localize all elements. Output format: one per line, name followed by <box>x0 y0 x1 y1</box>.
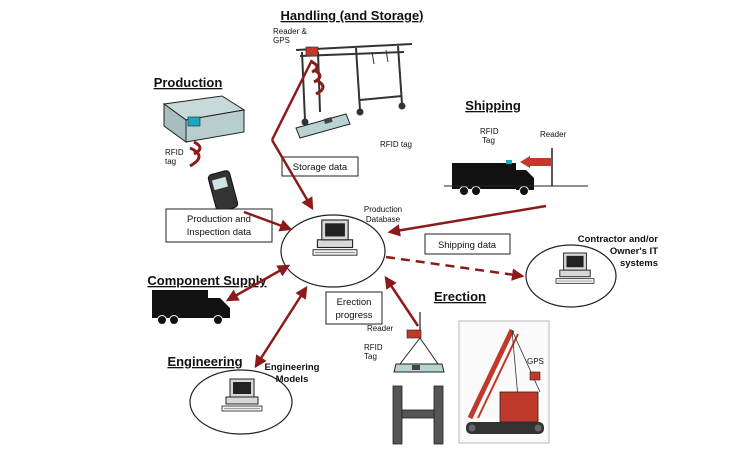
erection-rfid-label-2: Tag <box>364 352 377 361</box>
handling-rfid-tag-label: RFID tag <box>380 140 412 149</box>
handling-section: Handling (and Storage) Reader & GPS RFID… <box>273 8 424 177</box>
shipping-rfid-label-1: RFID <box>480 127 499 136</box>
handling-reader-icon <box>305 46 319 57</box>
production-rfid-label-1: RFID <box>165 148 184 157</box>
production-section: Production RFID tag Production and Inspe… <box>154 75 273 243</box>
erection-progress-box-group: Erection progress <box>325 291 383 325</box>
shipping-rfid-label-2: Tag <box>482 136 495 145</box>
production-inspection-label-2: Inspection data <box>187 227 252 238</box>
central-database-node: Production Database <box>280 205 402 288</box>
supply-truck-icon <box>152 290 230 325</box>
engineering-section: Engineering Engineering Models <box>167 354 320 435</box>
storage-data-box <box>281 156 359 177</box>
contractor-label-2: Owner's IT <box>610 246 658 257</box>
arrow-database-to-contractor <box>385 255 525 281</box>
erection-section: Erection Reader RFID Tag <box>364 289 550 445</box>
contractor-it-node: Contractor and/or Owner's IT systems <box>525 234 659 308</box>
erection-rfid-label-1: RFID <box>364 343 383 352</box>
production-rfid-waves-icon <box>189 140 202 168</box>
handling-title: Handling (and Storage) <box>281 8 424 23</box>
crawler-crane-image <box>458 320 550 444</box>
erection-progress-box <box>325 291 383 325</box>
shipping-truck-icon <box>452 160 534 196</box>
reader-gps-label-2: GPS <box>273 36 290 45</box>
shipping-title: Shipping <box>465 98 521 113</box>
arrow-supply-database <box>225 264 291 302</box>
production-inspection-box <box>165 208 273 243</box>
gantry-crane-icon <box>295 43 413 126</box>
contractor-label-3: systems <box>620 258 658 269</box>
steel-column-icon <box>392 385 444 445</box>
handling-rfid-waves-icon <box>311 60 325 96</box>
shipping-reader-gate-icon <box>520 148 553 186</box>
erection-rigging-icon <box>393 312 445 373</box>
shipping-reader-label: Reader <box>540 130 567 139</box>
engineering-models-label-2: Models <box>276 374 309 385</box>
arrow-engineering-database <box>254 285 308 369</box>
shipping-data-label: Shipping data <box>438 240 497 251</box>
arrow-erection-to-database <box>384 275 420 327</box>
handling-beam-icon <box>295 113 351 139</box>
handheld-scanner-icon <box>207 170 239 212</box>
component-supply-section: Component Supply <box>147 273 267 325</box>
arrow-shipping-to-database <box>387 204 547 237</box>
reader-gps-label-1: Reader & <box>273 27 307 36</box>
erection-progress-label-1: Erection <box>337 297 372 308</box>
component-supply-title: Component Supply <box>147 273 267 288</box>
arrow-production-to-database <box>243 210 293 232</box>
engineering-title: Engineering <box>167 354 242 369</box>
arrow-reader-to-storage <box>270 59 314 141</box>
production-inspection-label-1: Production and <box>187 214 251 225</box>
erection-reader-label: Reader <box>367 324 394 333</box>
erection-title: Erection <box>434 289 486 304</box>
arrow-storage-to-database <box>270 139 314 211</box>
production-rfid-label-2: tag <box>165 157 176 166</box>
engineering-models-label-1: Engineering <box>265 362 320 373</box>
production-machine-icon <box>162 95 246 143</box>
flow-arrows <box>225 59 547 369</box>
crane-gps-label: GPS <box>527 357 544 366</box>
shipping-data-box <box>424 233 511 255</box>
storage-data-label: Storage data <box>293 162 348 173</box>
production-title: Production <box>154 75 223 90</box>
central-db-label-2: Database <box>366 215 401 224</box>
shipping-section: Shipping RFID Tag Reader Shipping data <box>424 98 588 255</box>
contractor-label-1: Contractor and/or <box>578 234 659 245</box>
central-db-label-1: Production <box>364 205 402 214</box>
erection-progress-label-2: progress <box>336 310 373 321</box>
